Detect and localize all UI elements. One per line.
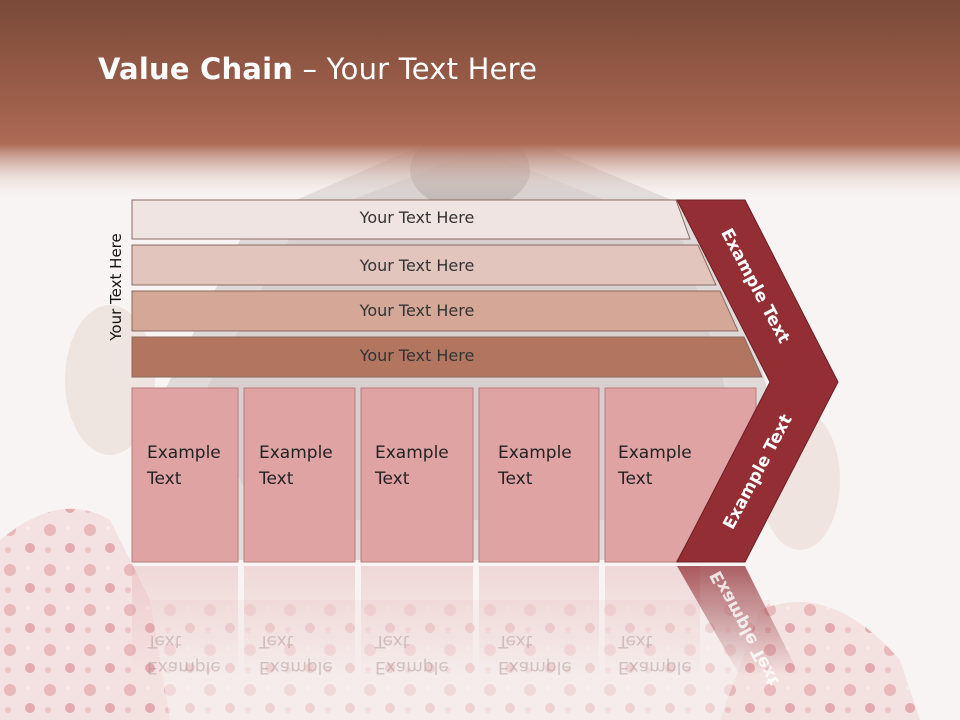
- box-3-line2: Text: [375, 469, 410, 489]
- box-reflection-2-line1: Example: [259, 657, 333, 677]
- box-1-line2: Text: [147, 469, 182, 489]
- box-reflection-3-line2: Text: [375, 631, 410, 651]
- box-1-line1: Example: [147, 443, 221, 463]
- bar-label-3: Your Text Here: [359, 301, 475, 320]
- bar-shape-2: [131, 244, 717, 286]
- chevron-reflection: [677, 566, 800, 676]
- box-text-2: Example Text: [259, 440, 349, 492]
- box-reflection-3: Example Text: [375, 628, 465, 680]
- box-reflection-2-line2: Text: [259, 631, 294, 651]
- bar-shape-4: [131, 336, 763, 378]
- reflection: [132, 566, 700, 676]
- slide-title: Value Chain – Your Text Here: [98, 52, 537, 86]
- chevron-arrow: [676, 199, 839, 563]
- box-shape-3: [360, 387, 474, 563]
- bar-label-2: Your Text Here: [359, 256, 475, 275]
- box-shape-2: [243, 387, 356, 563]
- bar-shape-1: [131, 199, 691, 240]
- box-reflection-1-line1: Example: [147, 657, 221, 677]
- box-shape-1: [131, 387, 239, 563]
- box-text-1: Example Text: [147, 440, 237, 492]
- box-reflection-5-line1: Example: [618, 657, 692, 677]
- box-reflection-4: Example Text: [498, 628, 588, 680]
- box-reflection-4-line2: Text: [498, 631, 533, 651]
- box-reflection-5: Example Text: [618, 628, 708, 680]
- box-5-line1: Example: [618, 443, 692, 463]
- header-band: [0, 0, 960, 200]
- box-2-line1: Example: [259, 443, 333, 463]
- box-4-line1: Example: [498, 443, 572, 463]
- box-3-line1: Example: [375, 443, 449, 463]
- bar-label-1: Your Text Here: [359, 208, 475, 227]
- bar-label-4: Your Text Here: [359, 346, 475, 365]
- box-5-line2: Text: [618, 469, 653, 489]
- box-text-4: Example Text: [498, 440, 588, 492]
- box-text-3: Example Text: [375, 440, 465, 492]
- box-reflection-4-line1: Example: [498, 657, 572, 677]
- title-bold: Value Chain: [98, 52, 294, 86]
- box-2-line2: Text: [259, 469, 294, 489]
- bar-shape-3: [131, 290, 739, 332]
- box-shape-4: [478, 387, 600, 563]
- title-rest: – Your Text Here: [293, 52, 538, 86]
- box-reflection-2: Example Text: [259, 628, 349, 680]
- side-label-text: Your Text Here: [107, 233, 125, 341]
- box-reflection-1: Example Text: [147, 628, 237, 680]
- box-reflection-3-line1: Example: [375, 657, 449, 677]
- box-4-line2: Text: [498, 469, 533, 489]
- box-reflection-1-line2: Text: [147, 631, 182, 651]
- box-text-5: Example Text: [618, 440, 708, 492]
- box-reflection-5-line2: Text: [618, 631, 653, 651]
